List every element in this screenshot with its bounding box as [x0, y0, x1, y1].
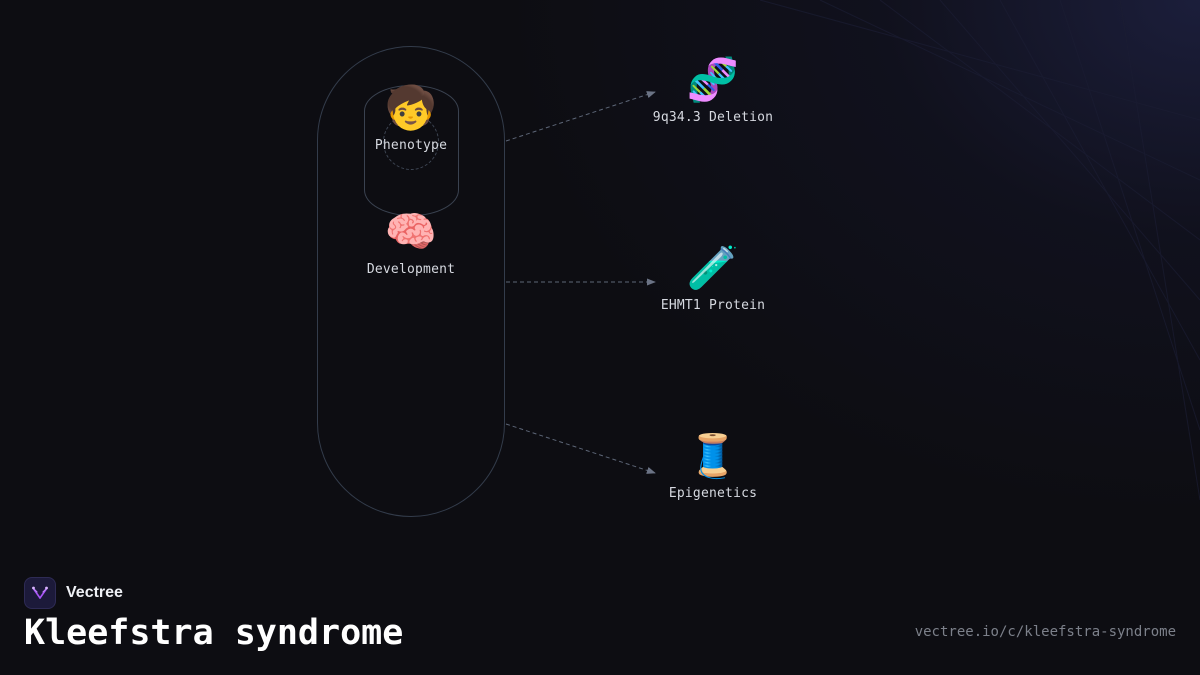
connector-epigenetics	[505, 423, 656, 474]
brain-icon: 🧠	[384, 207, 438, 256]
page-title: Kleefstra syndrome	[24, 613, 404, 653]
child-icon: 🧒	[384, 83, 438, 132]
node-deletion[interactable]: 🧬 9q34.3 Deletion	[652, 55, 774, 126]
brand[interactable]: Vectree	[24, 577, 123, 609]
node-label-epigenetics: Epigenetics	[668, 486, 758, 501]
phenotype-group	[364, 85, 459, 216]
dna-icon: 🧬	[686, 55, 740, 104]
connector-deletion	[505, 91, 656, 142]
test-tube-icon: 🧪	[686, 243, 740, 292]
page-url[interactable]: vectree.io/c/kleefstra-syndrome	[914, 624, 1176, 640]
node-development[interactable]: 🧠 Development	[366, 207, 456, 278]
central-container	[317, 46, 505, 517]
node-phenotype[interactable]: 🧒 Phenotype	[374, 83, 448, 154]
node-epigenetics[interactable]: 🧵 Epigenetics	[668, 431, 758, 502]
node-label-deletion: 9q34.3 Deletion	[652, 110, 774, 125]
thread-spool-icon: 🧵	[686, 431, 740, 480]
brand-name: Vectree	[66, 584, 123, 601]
node-label-development: Development	[366, 262, 456, 277]
node-label-protein: EHMT1 Protein	[660, 298, 766, 313]
node-protein[interactable]: 🧪 EHMT1 Protein	[660, 243, 766, 314]
vectree-logo-icon	[24, 577, 56, 609]
phenotype-dashed-ring	[383, 114, 439, 170]
node-label-phenotype: Phenotype	[374, 138, 448, 153]
